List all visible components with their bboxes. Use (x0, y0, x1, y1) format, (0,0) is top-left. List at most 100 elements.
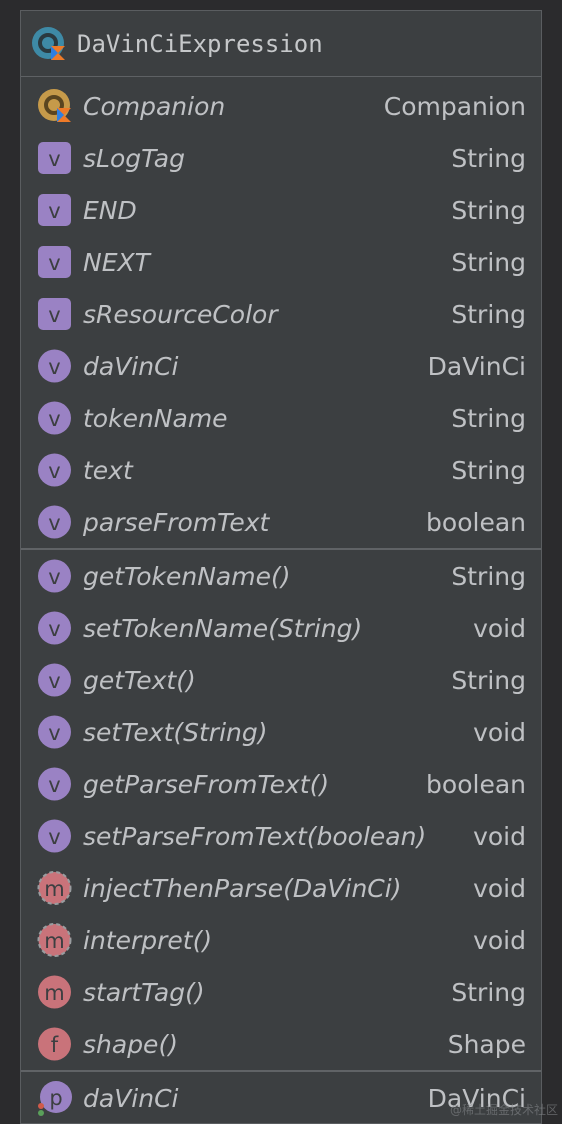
static-variable-icon: v (37, 140, 73, 176)
abstract-method-icon: m (37, 922, 73, 958)
property-row[interactable]: p daVinCi DaVinCi (21, 1072, 541, 1123)
field-row-name: text (83, 455, 133, 485)
method-row-name: getParseFromText() (83, 769, 330, 799)
methods-section: v getTokenName() String v setTokenName(Strin… (21, 550, 541, 1070)
field-row-type: boolean (426, 507, 526, 537)
method-row-name: getText() (83, 665, 196, 695)
method-row-type: void (473, 717, 526, 747)
method-row-name: setText(String) (83, 717, 268, 747)
method-row-type: boolean (426, 769, 526, 799)
svg-text:v: v (48, 565, 60, 589)
method-row[interactable]: v setParseFromText(boolean) void (21, 810, 541, 862)
field-row-type: String (451, 455, 526, 485)
variable-icon: v (37, 348, 73, 384)
svg-text:v: v (48, 773, 60, 797)
field-row-type: String (451, 195, 526, 225)
kotlin-object-icon (37, 88, 73, 124)
svg-text:v: v (48, 407, 60, 431)
svg-text:m: m (44, 981, 64, 1005)
field-row[interactable]: v sLogTag String (21, 132, 541, 184)
method-row[interactable]: v setTokenName(String) void (21, 602, 541, 654)
svg-text:v: v (48, 825, 60, 849)
method-row[interactable]: v setText(String) void (21, 706, 541, 758)
svg-text:v: v (48, 669, 60, 693)
field-row-type: Companion (383, 91, 526, 121)
field-row-type: String (451, 247, 526, 277)
static-variable-icon: v (37, 296, 73, 332)
variable-icon: v (37, 610, 73, 646)
field-row-name: tokenName (83, 403, 228, 433)
method-row-type: String (451, 561, 526, 591)
method-row-name: setParseFromText(boolean) (83, 821, 427, 851)
variable-icon: v (37, 558, 73, 594)
method-row-name: shape() (83, 1029, 178, 1059)
method-row[interactable]: m injectThenParse(DaVinCi) void (21, 862, 541, 914)
variable-icon: v (37, 400, 73, 436)
class-header[interactable]: DaVinCiExpression (21, 11, 541, 77)
property-row-type: DaVinCi (427, 1083, 526, 1113)
svg-text:v: v (48, 721, 60, 745)
property-icon: p (37, 1080, 73, 1116)
field-row-name: sResourceColor (83, 299, 278, 329)
static-variable-icon: v (37, 244, 73, 280)
properties-section: p daVinCi DaVinCi (21, 1072, 541, 1123)
field-row-name: daVinCi (83, 351, 179, 381)
svg-text:v: v (48, 199, 60, 223)
field-row-type: String (451, 143, 526, 173)
variable-icon: v (37, 766, 73, 802)
variable-icon: v (37, 818, 73, 854)
method-row-name: interpret() (83, 925, 213, 955)
method-row-type: void (473, 821, 526, 851)
svg-text:m: m (44, 929, 64, 953)
section-divider (21, 1070, 541, 1072)
method-row[interactable]: v getTokenName() String (21, 550, 541, 602)
method-row[interactable]: f shape() Shape (21, 1018, 541, 1070)
svg-text:f: f (51, 1033, 59, 1057)
method-row-name: setTokenName(String) (83, 613, 363, 643)
field-row[interactable]: v parseFromText boolean (21, 496, 541, 548)
method-row-name: getTokenName() (83, 561, 291, 591)
svg-text:v: v (48, 251, 60, 275)
method-row[interactable]: v getParseFromText() boolean (21, 758, 541, 810)
svg-text:v: v (48, 617, 60, 641)
field-row[interactable]: v END String (21, 184, 541, 236)
method-row-type: void (473, 873, 526, 903)
method-row-type: void (473, 925, 526, 955)
field-row[interactable]: Companion Companion (21, 80, 541, 132)
variable-icon: v (37, 714, 73, 750)
method-row[interactable]: m startTag() String (21, 966, 541, 1018)
field-row-name: END (83, 195, 137, 225)
method-row-type: String (451, 977, 526, 1007)
field-row-name: Companion (83, 91, 226, 121)
field-row[interactable]: v NEXT String (21, 236, 541, 288)
property-row-name: daVinCi (83, 1083, 179, 1113)
svg-text:v: v (48, 147, 60, 171)
method-row[interactable]: m interpret() void (21, 914, 541, 966)
svg-text:v: v (48, 511, 60, 535)
variable-icon: v (37, 504, 73, 540)
svg-text:v: v (48, 303, 60, 327)
method-row-name: injectThenParse(DaVinCi) (83, 873, 402, 903)
field-row-name: NEXT (83, 247, 150, 277)
class-title: DaVinCiExpression (77, 29, 323, 58)
svg-text:v: v (48, 355, 60, 379)
field-row-name: parseFromText (83, 507, 270, 537)
method-row-name: startTag() (83, 977, 205, 1007)
svg-text:p: p (49, 1086, 62, 1110)
method-row-type: Shape (447, 1029, 526, 1059)
variable-icon: v (37, 452, 73, 488)
method-row-type: void (473, 613, 526, 643)
kotlin-class-icon (31, 26, 67, 62)
variable-icon: v (37, 662, 73, 698)
svg-text:m: m (44, 877, 64, 901)
field-row-name: sLogTag (83, 143, 185, 173)
static-variable-icon: v (37, 192, 73, 228)
method-icon: m (37, 974, 73, 1010)
